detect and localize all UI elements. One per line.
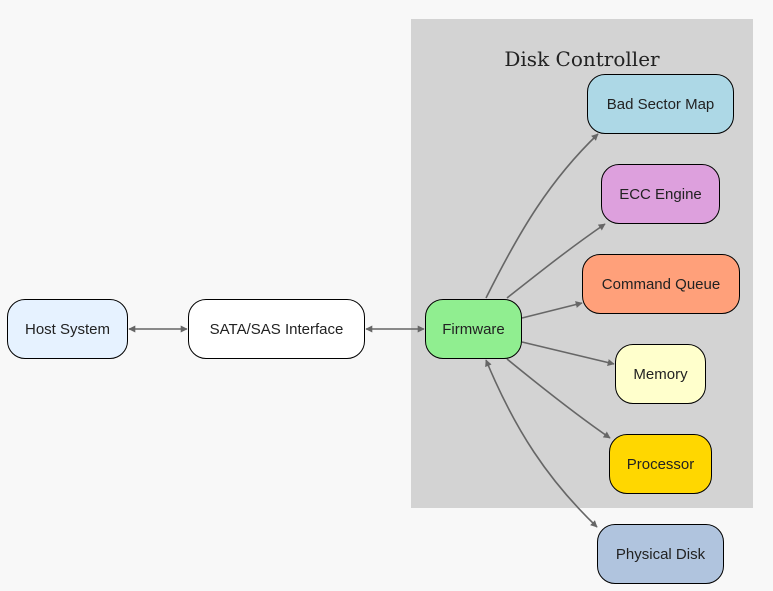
edge-firmware-physical: [485, 359, 598, 528]
edge-firmware-badsector: [485, 133, 599, 299]
edge-firmware-cmdq: [521, 301, 583, 319]
node-processor[interactable]: Processor: [609, 434, 712, 494]
node-ecc-engine[interactable]: ECC Engine: [601, 164, 720, 224]
edge-firmware-ecc: [506, 223, 606, 299]
node-host-system[interactable]: Host System: [7, 299, 128, 359]
node-sata-sas-interface[interactable]: SATA/SAS Interface: [188, 299, 365, 359]
cluster-title: Disk Controller: [504, 47, 660, 71]
edge-firmware-memory: [521, 341, 615, 366]
node-physical-disk[interactable]: Physical Disk: [597, 524, 724, 584]
node-firmware[interactable]: Firmware: [425, 299, 522, 359]
node-command-queue[interactable]: Command Queue: [582, 254, 740, 314]
node-memory[interactable]: Memory: [615, 344, 706, 404]
edge-firmware-processor: [506, 358, 611, 439]
node-bad-sector-map[interactable]: Bad Sector Map: [587, 74, 734, 134]
